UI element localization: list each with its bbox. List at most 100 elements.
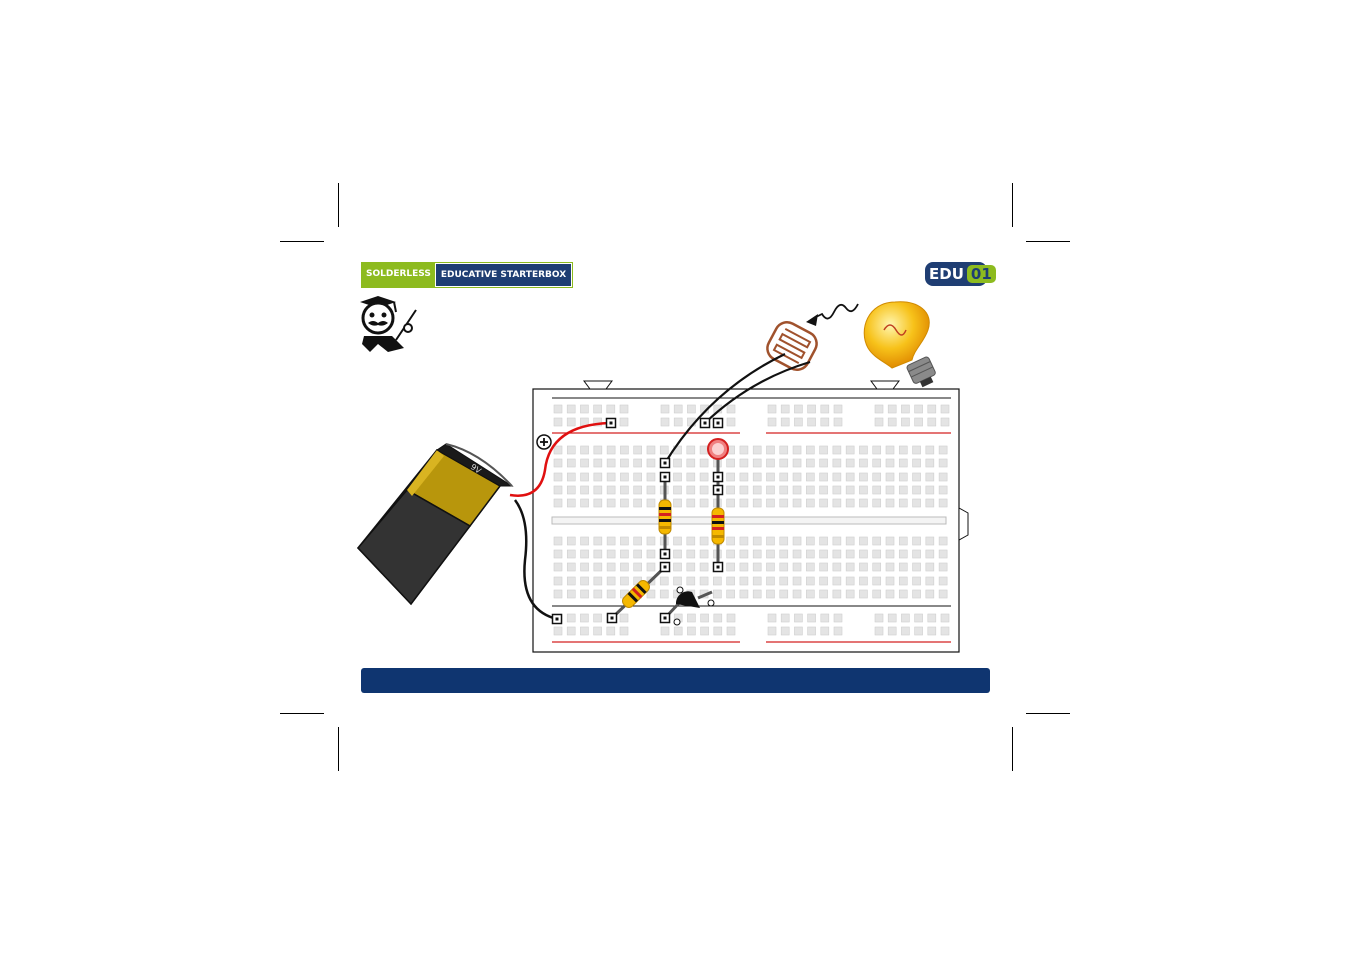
breadboard-hole	[620, 486, 628, 494]
breadboard-hole	[915, 627, 923, 635]
breadboard-hole	[939, 550, 947, 558]
connection-marker-dot	[611, 617, 614, 620]
breadboard-hole	[859, 473, 867, 481]
breadboard-hole	[888, 405, 896, 413]
breadboard-hole	[939, 459, 947, 467]
breadboard-hole	[886, 577, 894, 585]
breadboard-hole	[766, 577, 774, 585]
breadboard-hole	[674, 418, 682, 426]
breadboard-hole	[607, 577, 615, 585]
breadboard-hole	[580, 405, 588, 413]
breadboard-hole	[620, 418, 628, 426]
breadboard-hole	[928, 405, 936, 413]
breadboard-hole	[886, 499, 894, 507]
breadboard-hole	[808, 614, 816, 622]
breadboard-hole	[674, 459, 682, 467]
breadboard-hole	[700, 499, 708, 507]
breadboard-hole	[808, 405, 816, 413]
breadboard-hole	[567, 577, 575, 585]
breadboard-hole	[899, 563, 907, 571]
breadboard-hole	[674, 499, 682, 507]
breadboard-hole	[766, 486, 774, 494]
breadboard-hole	[768, 627, 776, 635]
breadboard-hole	[594, 563, 602, 571]
breadboard-hole	[806, 446, 814, 454]
breadboard-hole	[939, 486, 947, 494]
breadboard-hole	[859, 590, 867, 598]
breadboard-hole	[740, 563, 748, 571]
breadboard-hole	[661, 418, 669, 426]
breadboard-hole	[647, 446, 655, 454]
breadboard-hole	[647, 459, 655, 467]
breadboard-hole	[913, 590, 921, 598]
breadboard-hole	[780, 486, 788, 494]
breadboard-hole	[594, 473, 602, 481]
breadboard-hole	[567, 563, 575, 571]
breadboard-hole	[700, 446, 708, 454]
breadboard-hole	[594, 590, 602, 598]
breadboard-hole	[687, 627, 695, 635]
breadboard-hole	[620, 446, 628, 454]
breadboard-hole	[859, 563, 867, 571]
breadboard-hole	[926, 577, 934, 585]
breadboard-hole	[674, 405, 682, 413]
breadboard-hole	[727, 550, 735, 558]
breadboard-hole	[939, 446, 947, 454]
breadboard-hole	[915, 418, 923, 426]
breadboard-hole	[939, 590, 947, 598]
breadboard-hole	[833, 563, 841, 571]
breadboard-hole	[701, 627, 709, 635]
breadboard-hole	[713, 590, 721, 598]
breadboard-hole	[620, 577, 628, 585]
breadboard-hole	[727, 418, 735, 426]
breadboard-hole	[660, 590, 668, 598]
breadboard-hole	[727, 405, 735, 413]
breadboard-hole	[926, 537, 934, 545]
breadboard-hole	[833, 486, 841, 494]
breadboard-hole	[674, 627, 682, 635]
breadboard-hole	[687, 486, 695, 494]
lightbulb-icon	[864, 302, 939, 390]
breadboard-hole	[806, 473, 814, 481]
breadboard-hole	[806, 590, 814, 598]
breadboard-hole	[567, 473, 575, 481]
breadboard-hole	[859, 459, 867, 467]
breadboard-hole	[554, 473, 562, 481]
breadboard-hole	[674, 537, 682, 545]
breadboard-hole	[859, 486, 867, 494]
connection-marker-dot	[664, 617, 667, 620]
breadboard-hole	[793, 563, 801, 571]
breadboard-hole	[846, 473, 854, 481]
breadboard-hole	[594, 499, 602, 507]
breadboard-hole	[859, 446, 867, 454]
breadboard-hole	[594, 550, 602, 558]
breadboard-hole	[913, 459, 921, 467]
breadboard-hole	[607, 446, 615, 454]
breadboard-hole	[806, 499, 814, 507]
breadboard-hole	[913, 499, 921, 507]
breadboard-hole	[806, 577, 814, 585]
breadboard-hole	[753, 486, 761, 494]
breadboard-hole	[888, 614, 896, 622]
breadboard-hole	[901, 627, 909, 635]
breadboard-hole	[766, 459, 774, 467]
breadboard-hole	[607, 486, 615, 494]
breadboard-hole	[660, 446, 668, 454]
breadboard-hole	[740, 459, 748, 467]
breadboard-hole	[833, 550, 841, 558]
breadboard-hole	[859, 577, 867, 585]
photoresistor-icon	[763, 318, 821, 374]
breadboard-hole	[928, 614, 936, 622]
breadboard-hole	[808, 418, 816, 426]
breadboard-hole	[727, 473, 735, 481]
breadboard-hole	[687, 577, 695, 585]
breadboard-hole	[581, 563, 589, 571]
breadboard-hole	[901, 418, 909, 426]
breadboard-hole	[846, 446, 854, 454]
breadboard-hole	[793, 446, 801, 454]
breadboard-hole	[846, 563, 854, 571]
breadboard-hole	[794, 405, 802, 413]
breadboard-hole	[888, 418, 896, 426]
breadboard-hole	[554, 537, 562, 545]
